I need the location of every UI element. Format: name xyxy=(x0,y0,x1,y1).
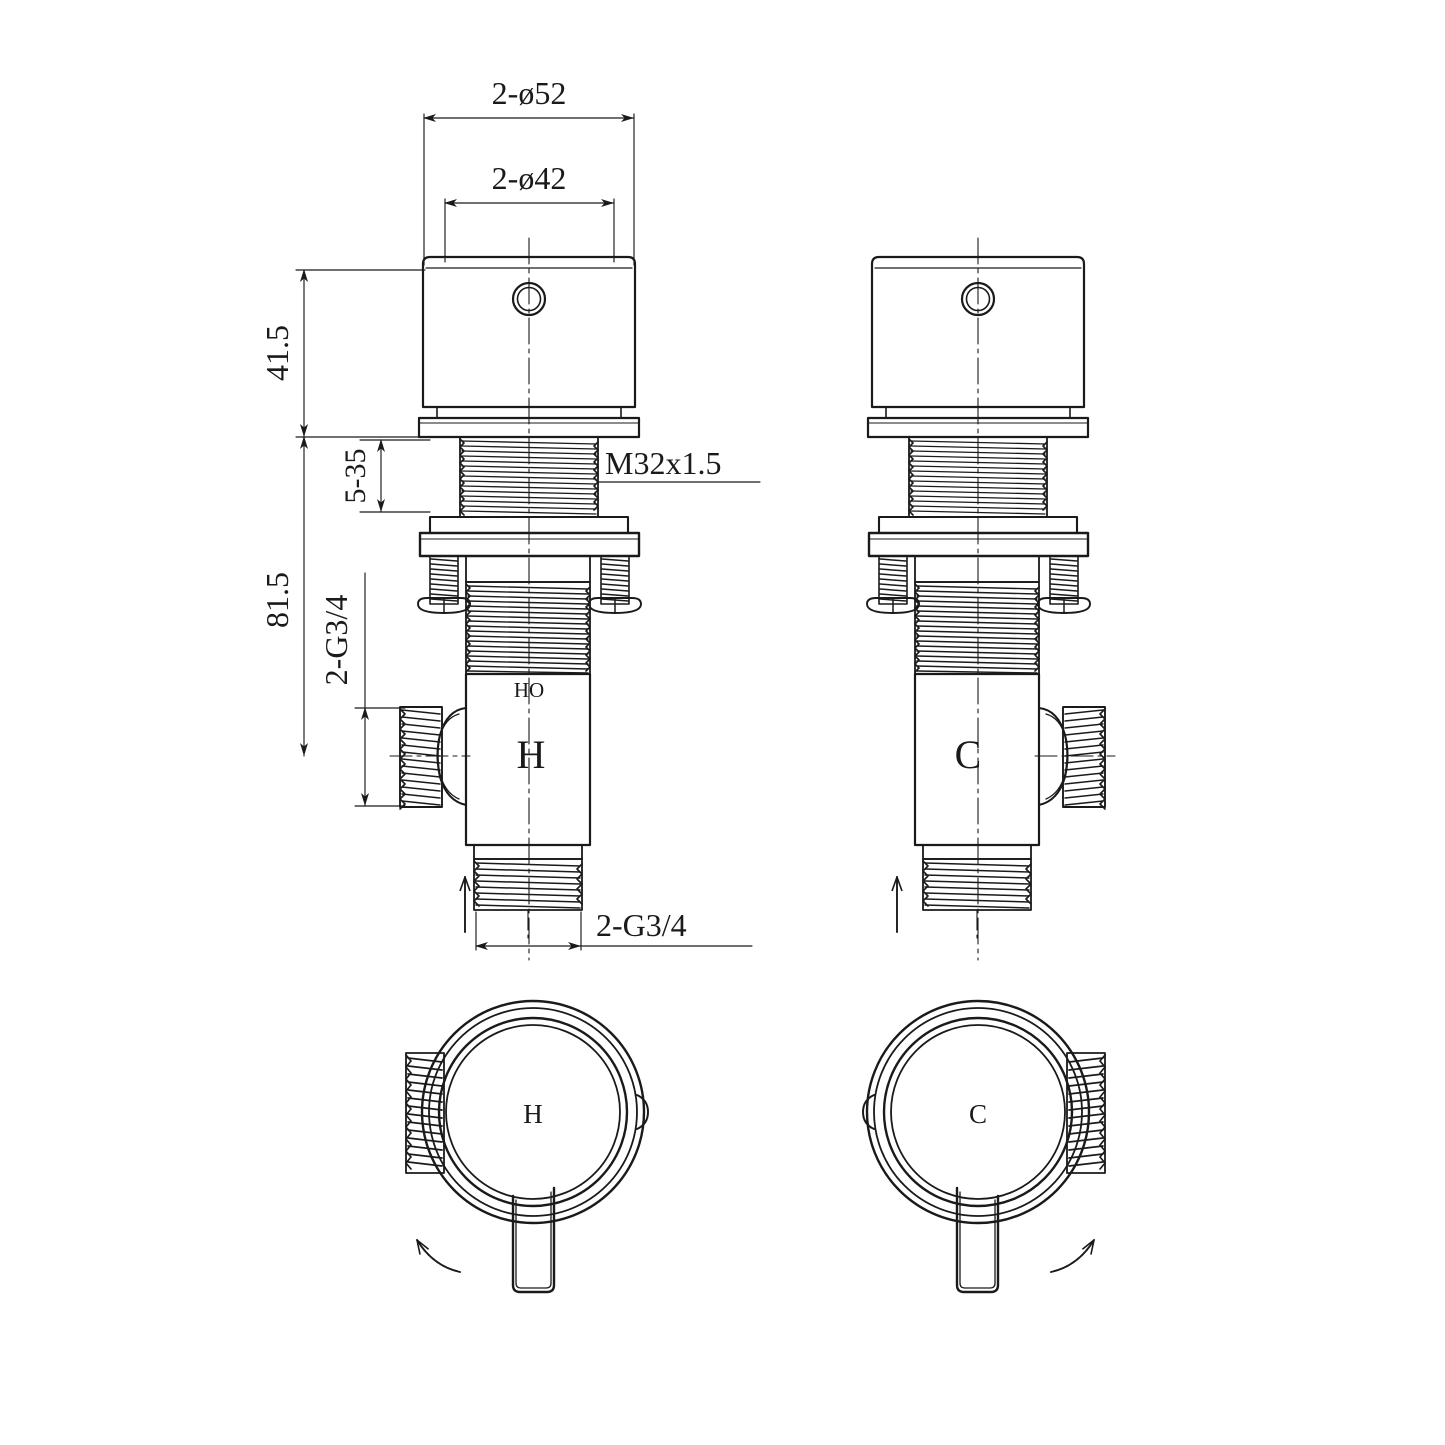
bottom-outlet-cold xyxy=(922,844,1032,911)
valve-body-block xyxy=(464,672,592,847)
dim-label-815: 81.5 xyxy=(259,572,295,628)
marking-ho-label: HO xyxy=(514,678,544,702)
dim-label-535: 5-35 xyxy=(339,449,372,504)
valve-body-block-cold xyxy=(913,672,1041,847)
set-screw-outer-circle-cold xyxy=(960,281,996,317)
cold-valve-plan: C xyxy=(862,999,1106,1294)
plan-outer-ring2-hot xyxy=(428,1007,638,1217)
m32-thread-section-cold xyxy=(908,436,1048,518)
plan-marking-h-label: H xyxy=(523,1099,543,1129)
rotation-arrow-cold xyxy=(1050,1240,1094,1273)
plan-lever-hot xyxy=(511,1186,556,1294)
plan-lever-cold xyxy=(955,1186,1000,1294)
mounting-stud-right xyxy=(588,555,642,614)
plan-inner-ring-hot xyxy=(445,1024,621,1200)
plan-lever-inner-hot xyxy=(515,1191,552,1289)
plan-lever-inner-cold xyxy=(959,1191,996,1289)
upper-flange-cold xyxy=(866,416,1090,439)
bottom-outlet-hot xyxy=(473,844,583,911)
mount-plate-lower xyxy=(418,531,641,558)
set-screw-inner-circle xyxy=(516,286,542,312)
side-outlet-cold xyxy=(1034,706,1116,810)
dim-label-botg34: 2-G3/4 xyxy=(596,907,687,943)
dim-label-d42: 2-ø42 xyxy=(492,160,567,196)
set-screw-outer-circle xyxy=(511,281,547,317)
mounting-stud-right-cold xyxy=(1037,555,1091,614)
dim-label-415: 41.5 xyxy=(259,325,295,381)
cold-valve-elevation: C xyxy=(866,237,1116,961)
plan-mid-ring-hot xyxy=(437,1016,629,1208)
plan-outer-ring-cold xyxy=(865,999,1091,1225)
main-thread-spigot-cold xyxy=(914,555,1040,675)
dim-label-sideg34: 2-G3/4 xyxy=(318,595,354,686)
upper-flange xyxy=(417,416,641,439)
hot-valve-elevation: HO H xyxy=(389,237,642,961)
marking-c-label: C xyxy=(955,732,982,777)
marking-h-label: H xyxy=(517,732,546,777)
side-outlet-hot xyxy=(389,706,471,810)
dimension-set: 2-ø52 2-ø42 41.5 81.5 5-35 M32x1.5 2-G3/… xyxy=(259,75,761,951)
plan-mid-ring-cold xyxy=(882,1016,1074,1208)
plan-marking-c-label: C xyxy=(969,1099,987,1129)
main-thread-spigot xyxy=(465,555,591,675)
plan-port-cold xyxy=(1066,1052,1106,1174)
plan-port-hot xyxy=(405,1052,445,1174)
mounting-stud-left xyxy=(417,555,471,614)
dim-label-m32: M32x1.5 xyxy=(605,445,721,481)
m32-thread-section xyxy=(459,436,599,518)
mount-plate-lower-cold xyxy=(867,531,1090,558)
plan-outer-ring-hot xyxy=(420,999,646,1225)
valve-cap-body-cold xyxy=(870,255,1086,409)
hot-valve-plan: H xyxy=(405,999,649,1294)
mounting-stud-left-cold xyxy=(866,555,920,614)
set-screw-inner-circle-cold xyxy=(965,286,991,312)
dim-label-d52: 2-ø52 xyxy=(492,75,567,111)
plan-outer-ring2-cold xyxy=(873,1007,1083,1217)
rotation-arrow-hot xyxy=(417,1240,461,1273)
plan-inner-ring-cold xyxy=(890,1024,1066,1200)
